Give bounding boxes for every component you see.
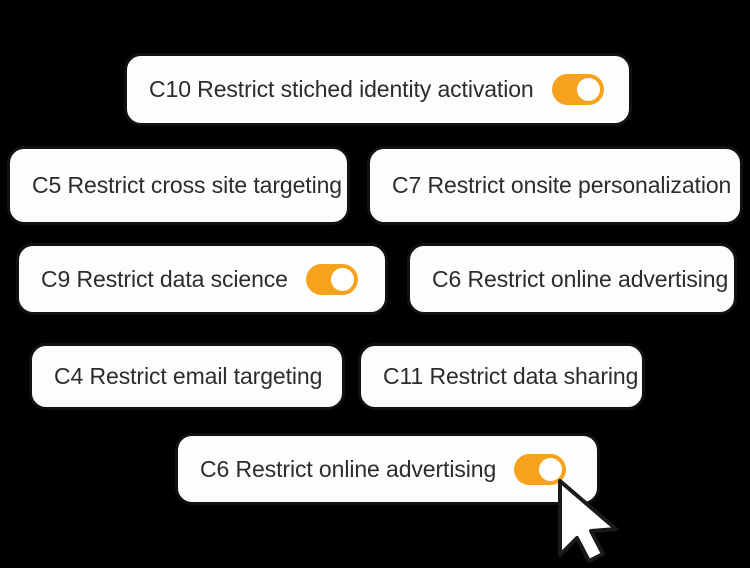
restriction-card-label: C11 Restrict data sharing: [383, 363, 639, 389]
toggle-knob: [576, 78, 600, 101]
restriction-card-c10[interactable]: C10 Restrict stiched identity activation: [124, 53, 632, 126]
restriction-card-label: C4 Restrict email targeting: [54, 363, 323, 389]
restriction-card-label: C7 Restrict onsite personalization: [392, 172, 732, 198]
restriction-card-label: C10 Restrict stiched identity activation: [149, 76, 534, 102]
restriction-card-c5[interactable]: C5 Restrict cross site targeting: [7, 146, 350, 225]
toggle-knob: [330, 267, 354, 291]
restriction-card-c9[interactable]: C9 Restrict data science: [16, 243, 388, 315]
restriction-toggle-c9[interactable]: [305, 263, 358, 295]
restriction-card-c6-row3[interactable]: C6 Restrict online advertising: [407, 243, 737, 315]
restriction-card-c6-row5[interactable]: C6 Restrict online advertising: [175, 433, 600, 505]
restriction-card-c11[interactable]: C11 Restrict data sharing: [358, 343, 645, 410]
restriction-toggle-c6-row5[interactable]: [514, 453, 567, 485]
restriction-card-label: C6 Restrict online advertising: [200, 455, 497, 482]
restriction-toggle-c10[interactable]: [551, 74, 604, 105]
restriction-card-label: C9 Restrict data science: [41, 265, 288, 292]
restriction-card-label: C6 Restrict online advertising: [432, 265, 729, 292]
restriction-card-c4[interactable]: C4 Restrict email targeting: [29, 343, 345, 410]
restriction-card-label: C5 Restrict cross site targeting: [32, 172, 342, 198]
restriction-card-c7[interactable]: C7 Restrict onsite personalization: [367, 146, 743, 225]
toggle-knob: [539, 457, 563, 481]
